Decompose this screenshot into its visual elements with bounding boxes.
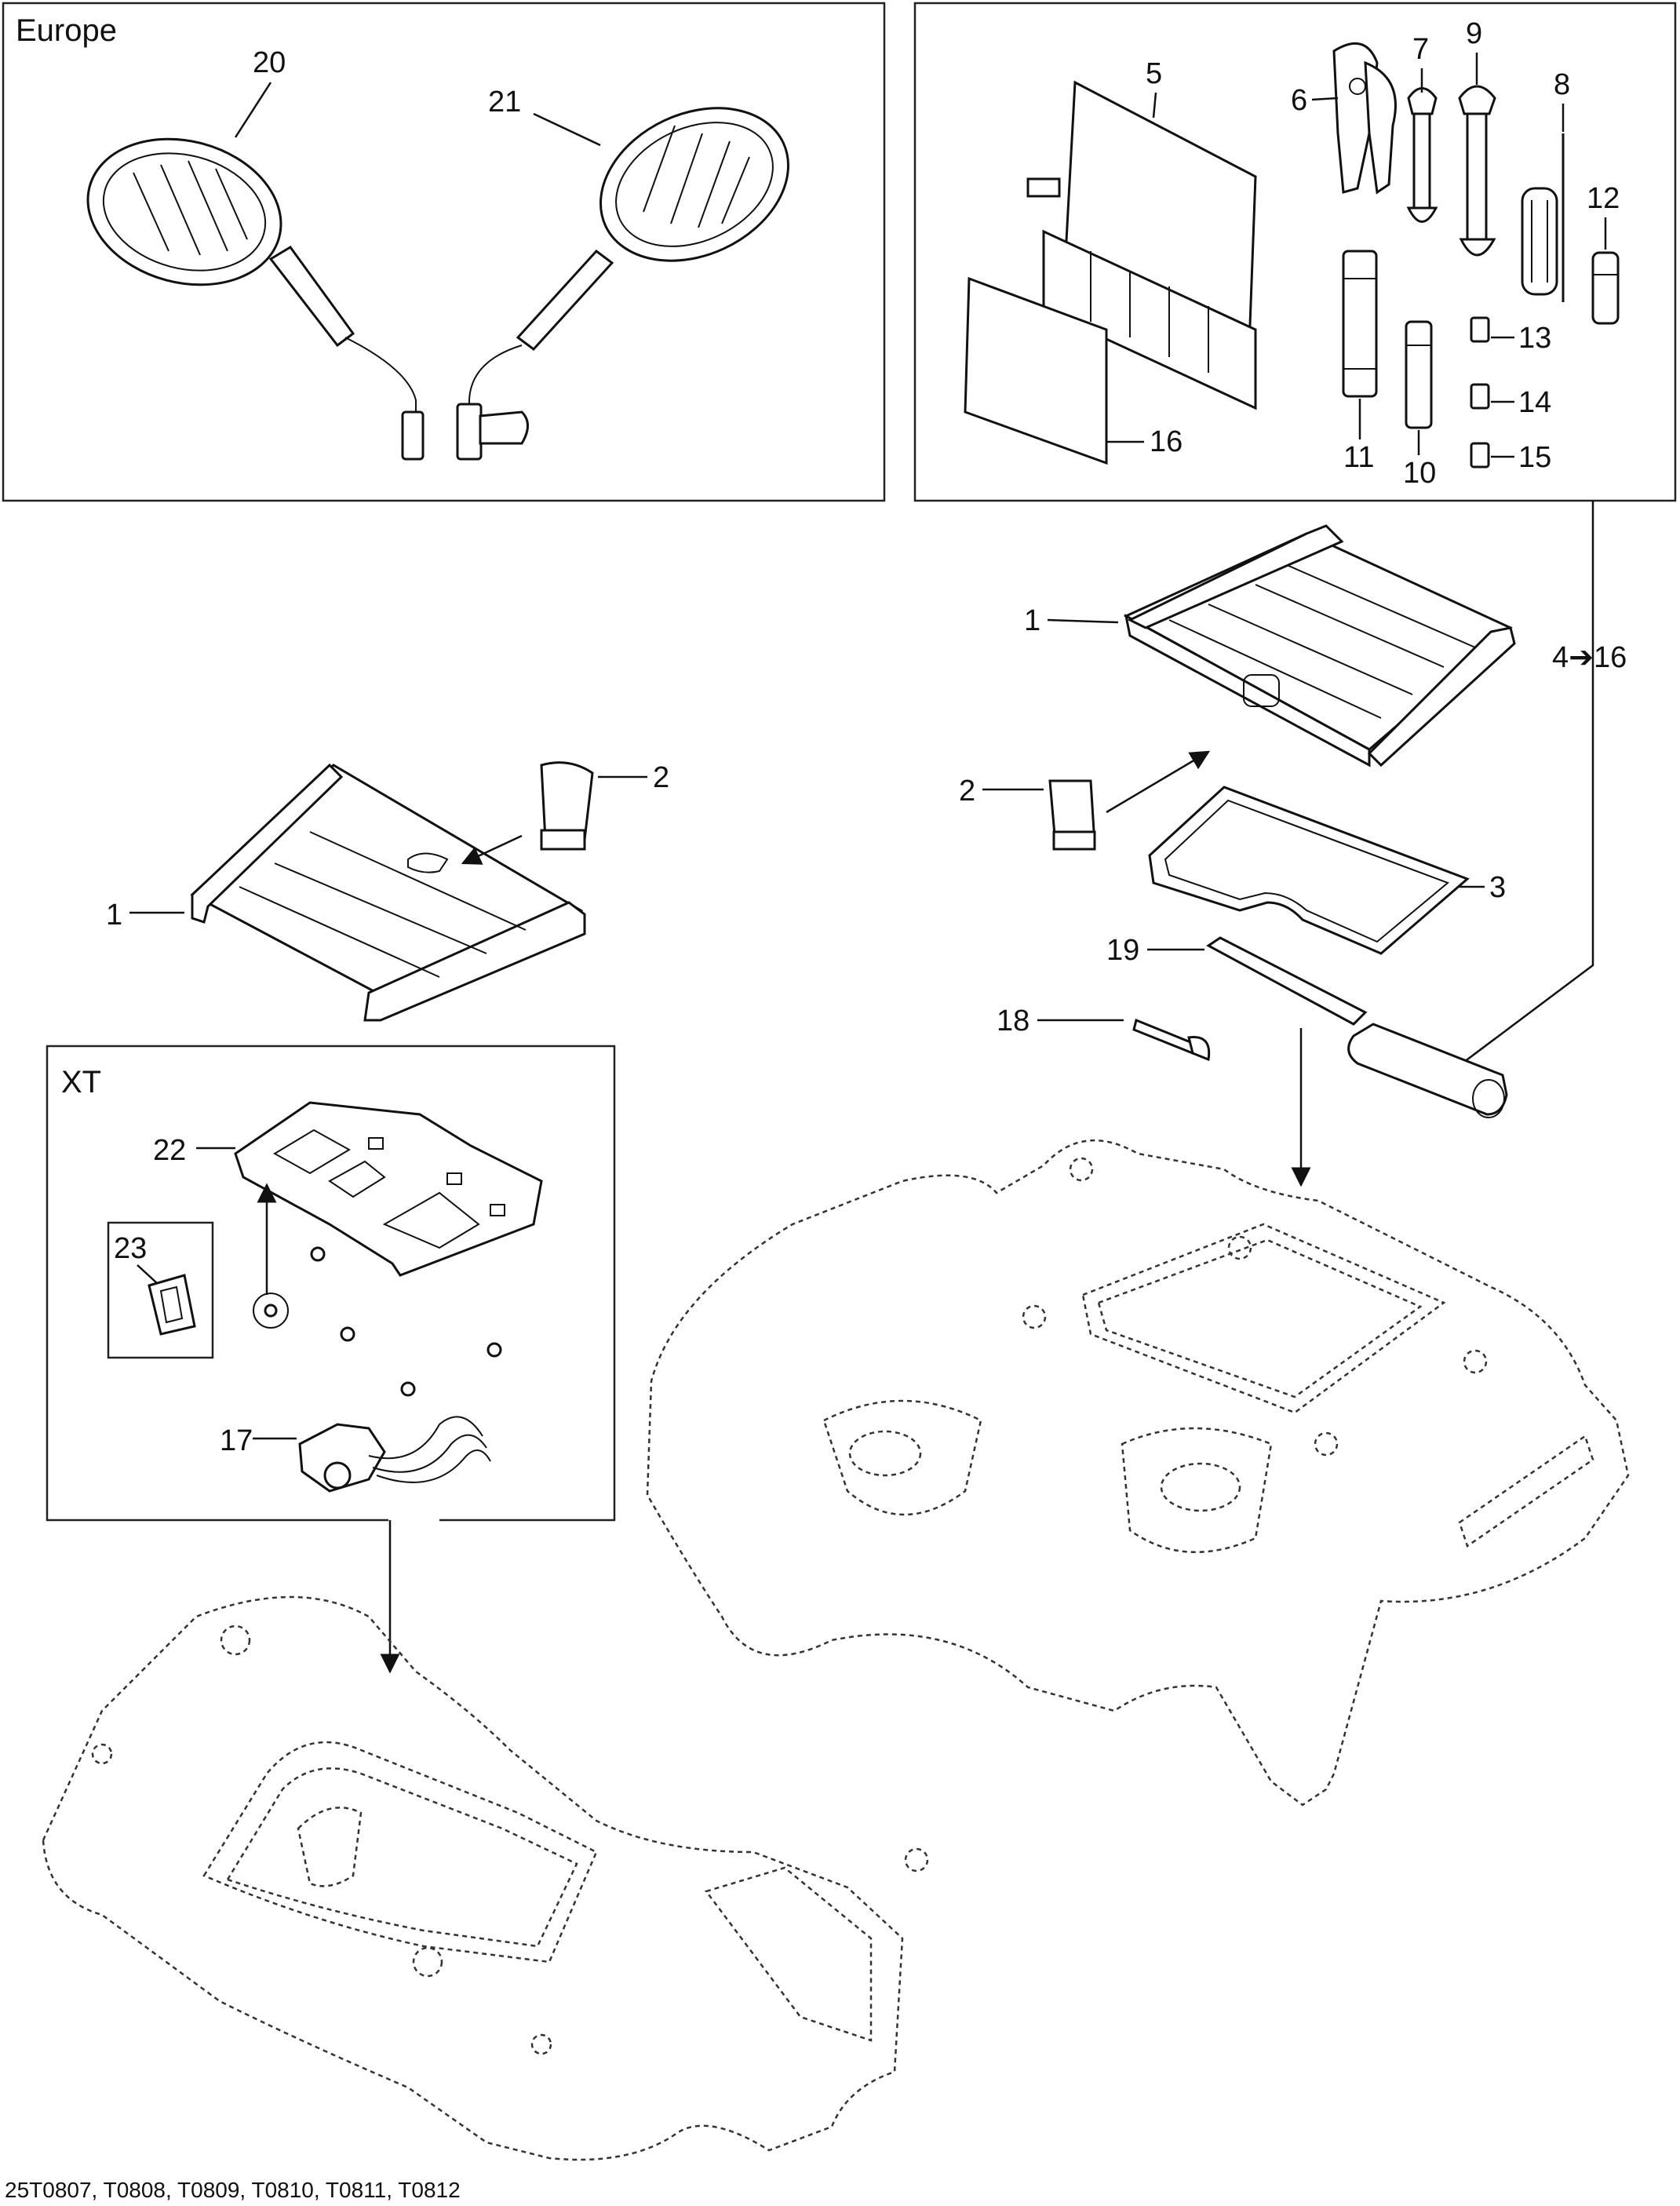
manual-card-part	[964, 276, 1108, 465]
callout-22: 22	[153, 1134, 186, 1167]
rear-rack-left-part	[190, 763, 586, 1022]
callout-21: 21	[488, 86, 521, 119]
xt-box: XT 22 23	[46, 1045, 616, 1522]
callout-2-right: 2	[959, 775, 975, 808]
wrench-large-part	[1458, 85, 1496, 257]
callout-15: 15	[1518, 441, 1551, 474]
rivet-3-part	[487, 1342, 502, 1358]
callout-23: 23	[114, 1232, 147, 1265]
fuse-15-part	[1470, 442, 1490, 469]
fuse-13-part	[1470, 316, 1490, 343]
xt-title: XT	[61, 1065, 101, 1099]
callout-5: 5	[1146, 57, 1162, 90]
rear-rack-right-part	[1123, 524, 1516, 768]
callout-3: 3	[1489, 871, 1506, 904]
pliers-part	[1332, 42, 1397, 195]
tool-case-part	[1347, 1023, 1508, 1118]
callout-11: 11	[1343, 441, 1374, 474]
bracket-part	[1206, 936, 1368, 1026]
mounting-plate-part	[234, 1101, 543, 1277]
socket-wrench-long-part	[1342, 250, 1378, 398]
callout-range: 4➔16	[1552, 641, 1627, 674]
mirror-right-part	[456, 107, 790, 461]
rear-fender-right-part	[646, 1139, 1630, 1807]
callout-2-left: 2	[653, 761, 669, 794]
callout-13: 13	[1518, 322, 1551, 355]
bit-holder-part	[1591, 251, 1620, 325]
rivet-4-part	[400, 1381, 416, 1397]
mirror-left-part	[86, 137, 425, 461]
screwdriver-part	[1521, 133, 1565, 302]
callout-14: 14	[1518, 386, 1551, 419]
socket-wrench-short-part	[1405, 320, 1433, 429]
wrench-small-part	[1406, 87, 1438, 223]
callout-16: 16	[1150, 425, 1183, 458]
toolkit-box: 5 16 6 7 9	[913, 2, 1677, 502]
seal-part	[1148, 786, 1470, 955]
clip-right-part	[1048, 779, 1096, 851]
rear-fender-left-part	[42, 1595, 929, 2161]
callout-9: 9	[1466, 17, 1482, 50]
callout-19: 19	[1106, 934, 1139, 967]
callout-18: 18	[997, 1005, 1030, 1037]
callout-1-right: 1	[1024, 604, 1040, 637]
rivet-2-part	[340, 1326, 355, 1342]
fuse-14-part	[1470, 383, 1490, 410]
key-part	[1132, 1018, 1211, 1062]
tool-pouch-part	[1026, 80, 1257, 410]
clip-left-part	[540, 761, 594, 851]
figure-reference: 25T0807, T0808, T0809, T0810, T0811, T08…	[5, 2178, 461, 2202]
clip-detail-23-part	[148, 1274, 196, 1336]
europe-box: Europe 20 21	[2, 2, 886, 502]
callout-20: 20	[253, 46, 286, 79]
callout-6: 6	[1291, 84, 1307, 117]
rivet-1-part	[310, 1246, 326, 1262]
callout-12: 12	[1587, 182, 1620, 215]
europe-title: Europe	[16, 13, 117, 48]
callout-1-left: 1	[106, 899, 122, 932]
callout-7: 7	[1412, 33, 1429, 66]
wiring-harness-part	[298, 1416, 491, 1493]
callout-17: 17	[220, 1424, 253, 1457]
callout-10: 10	[1403, 457, 1436, 490]
callout-8: 8	[1554, 68, 1570, 101]
